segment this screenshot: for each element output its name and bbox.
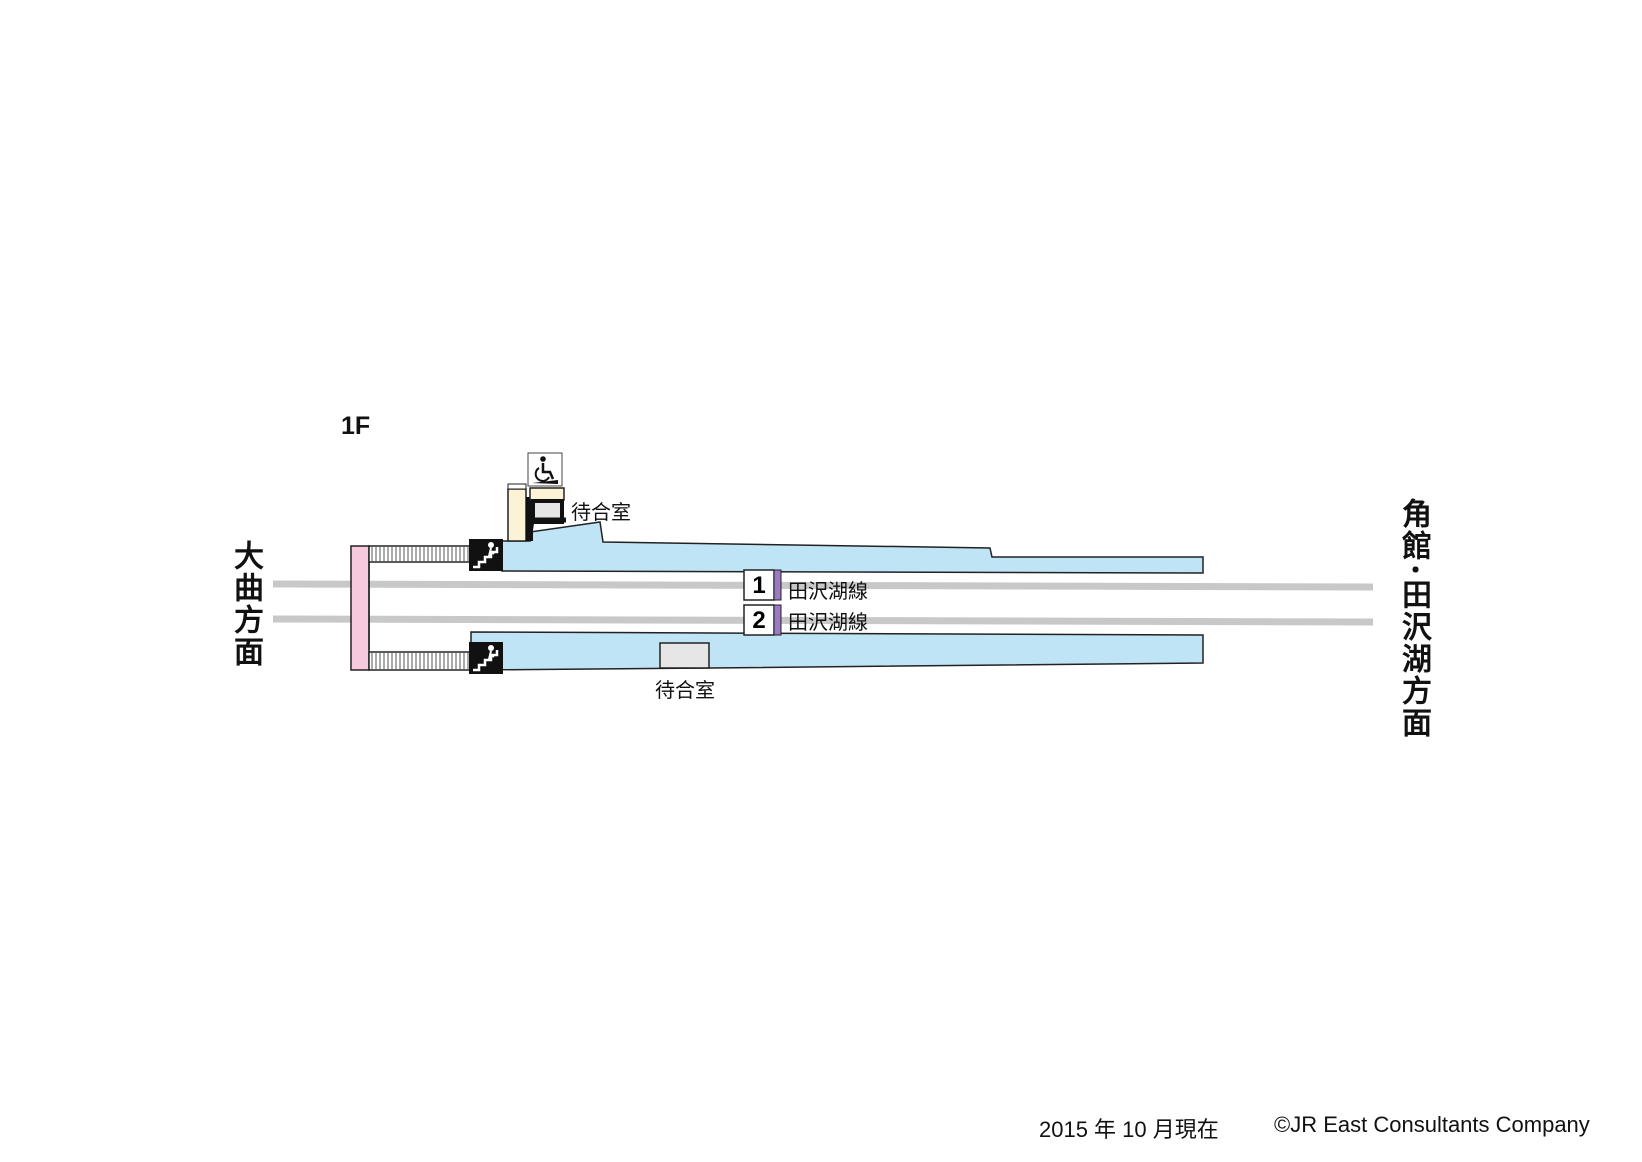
stairs-icon	[469, 539, 503, 571]
waiting-room-lower-label: 待合室	[655, 678, 715, 702]
floor-label: 1F	[341, 412, 371, 440]
footer-copyright: ©JR East Consultants Company	[1274, 1112, 1590, 1137]
stairs-icon	[469, 642, 503, 674]
direction-left-label: 大曲方面	[228, 540, 263, 668]
track-number-1: 1	[752, 572, 765, 599]
track-1-line-label: 田沢湖線	[788, 579, 868, 603]
platform-upper	[499, 521, 1204, 574]
track-marker-1	[743, 569, 782, 601]
track-marker-2	[743, 604, 782, 636]
lower-corridor	[368, 651, 472, 671]
rail-track-1	[272, 580, 1374, 591]
platform-lower	[470, 631, 1204, 671]
direction-right-label: 角館･田沢湖方面	[1396, 498, 1431, 739]
track-2-line-label: 田沢湖線	[788, 610, 868, 634]
upper-corridor	[368, 545, 472, 563]
footer-date: 2015 年 10 月現在	[1039, 1117, 1219, 1142]
overpass	[350, 545, 370, 671]
wheelchair-icon	[527, 452, 563, 487]
waiting-room-upper-label: 待合室	[571, 500, 631, 524]
waiting-room-lower	[659, 642, 710, 669]
rail-track-2	[272, 615, 1374, 626]
track-number-2: 2	[752, 607, 765, 634]
